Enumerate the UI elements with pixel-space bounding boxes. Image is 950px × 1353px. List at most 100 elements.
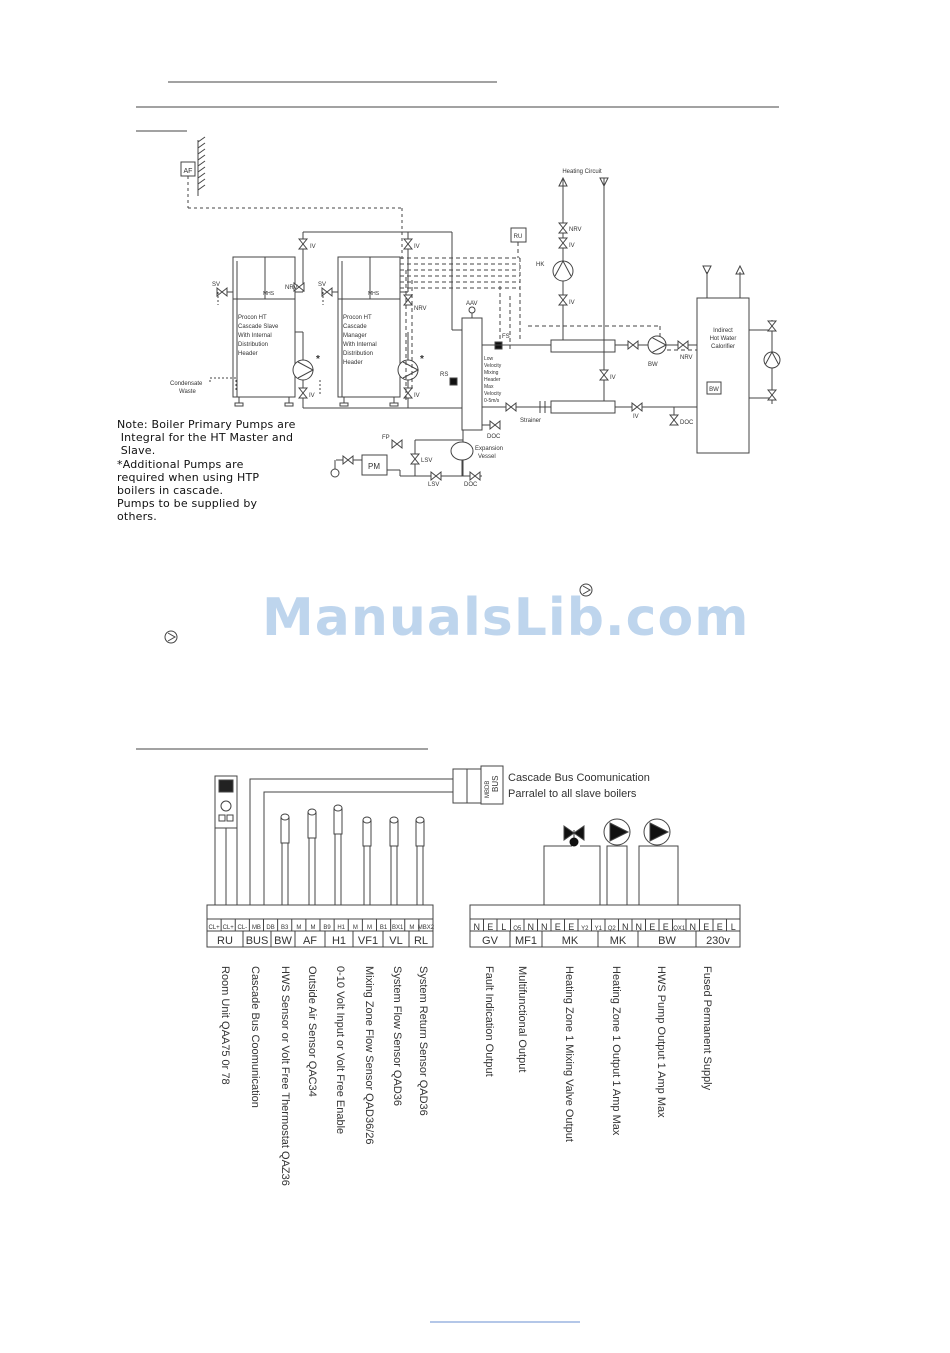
bus-tag-label: BUS [491,776,500,792]
note-line: Note: Boiler Primary Pumps are [117,418,296,431]
nrv-label: NRV [680,355,693,361]
wall-hatch [197,154,206,161]
terminal-description: Heating Zone 1 Output 1 Amp Max [610,966,622,1136]
terminal-label: M [296,925,301,931]
terminal-label: M [409,925,414,931]
zone-pump-arrow-icon [609,822,630,842]
header-text-line: 0-5m/s [484,398,500,404]
terminal-group-label: BUS [246,935,269,947]
terminal-label: CL- [237,925,247,931]
arrow-up-icon [558,176,568,187]
temperature-sensor-icon [333,807,343,835]
temperature-sensor-icon [415,819,425,847]
terminal-description: Cascade Bus Coomunication [249,966,261,1108]
terminal-label: N [528,922,535,932]
wall-hatch [197,178,206,185]
iv-label: IV [633,414,639,420]
valve-icon [766,320,778,332]
terminal-description: 0-10 Volt Input or Volt Free Enable [334,966,346,1134]
temperature-sensor-icon [362,819,372,847]
boiler-text-line: Manager [343,333,367,339]
terminal-label: CL+ [223,925,235,931]
terminal-label: N [636,922,643,932]
terminal-description: Heating Zone 1 Mixing Valve Output [563,966,575,1142]
terminal-label: M [310,925,315,931]
cascade-slave-boiler [232,256,296,398]
watermark: ManualsLib.com [262,588,750,648]
isolation-valve-icon [297,387,309,399]
room-unit-button [226,814,234,822]
wall-hatch [197,184,206,191]
isolation-valve-icon [402,387,414,399]
room-unit-dial-icon [220,800,232,812]
terminal-label: L [501,922,506,932]
sensor-tip-icon [415,816,425,824]
doc-valve-icon [489,419,501,431]
terminal-label: N [622,922,629,932]
temperature-sensor-icon [307,811,317,839]
pump-arrow-icon [765,350,779,365]
bus-tag-box [480,765,504,805]
note-line: boilers in cascade. [117,484,224,498]
bus-line: Cascade Bus Coomunication [508,772,650,784]
sensor-tip-icon [333,804,343,812]
pump-symbol-icon [164,630,178,644]
terminal-label: N [690,922,697,932]
rs-label: RS [440,372,448,378]
terminal-group-label: BW [274,935,292,947]
terminal-group-label: RU [217,935,233,947]
star-label: * [420,354,424,365]
terminal-group-label: 230v [706,935,730,947]
nrv-label: NRV [285,285,298,291]
iv-label: IV [309,393,315,399]
terminal-label: E [717,922,723,932]
boiler-foot [389,402,399,407]
terminal-description: Fault Indication Output [483,966,495,1077]
boiler-text-line: With Internal [343,342,377,348]
terminal-label: E [703,922,709,932]
note-line: Slave. [117,444,156,458]
hws-pump-cable [657,845,679,905]
nrv-valve-icon [402,294,414,306]
af-label: AF [184,168,193,175]
nrv-label: NRV [569,227,582,233]
pump-symbol-arrow-icon [582,585,592,595]
condensate-pipe [209,377,237,390]
boiler-pump-note: Note: Boiler Primary Pumps are Integral … [117,418,327,524]
boiler-text-line: Distribution [343,351,373,357]
pump-arrow-icon [402,361,420,379]
valve-icon [342,454,354,466]
arrow-down-icon [599,177,609,188]
hk-label: HK [536,262,544,268]
wall-hatch [197,148,206,155]
lsv-valve-icon [430,470,442,482]
terminal-label: B1 [380,925,388,931]
fill-point-icon [330,468,340,478]
boiler-foot [234,402,244,407]
boiler-text-line: Procon HT [238,315,267,321]
terminal-label: MB [252,925,261,931]
expansion-vessel-icon [450,441,474,461]
terminal-description: Fused Permanent Supply [701,966,713,1091]
strainer-label: Strainer [520,418,541,424]
terminal-label: CL+ [208,925,220,931]
terminal-label: N [474,922,481,932]
bus-cable [263,791,453,905]
note-line: Pumps to be supplied by [117,497,258,511]
isolation-valve-icon [631,401,643,413]
isolation-valve-icon [297,238,309,250]
room-unit-box [510,227,527,243]
terminal-label: M [353,925,358,931]
terminal-label: Y1 [595,926,603,932]
terminal-description: HWS Pump Output 1 Amp Max [655,966,667,1118]
terminal-label: MBX2 [418,925,435,931]
header-text-line: Header [484,377,501,383]
boiler-text-line: Cascade Slave [238,324,279,330]
bus-line: Parralel to all slave boilers [508,788,637,800]
boiler-text-line: Header [238,351,258,357]
room-unit-button [218,814,226,822]
sv-label: SV [212,282,220,288]
boiler-text-line: Cascade [343,324,367,330]
safety-valve-icon [321,286,333,298]
terminal-description: System Return Sensor QAD36 [417,966,429,1116]
